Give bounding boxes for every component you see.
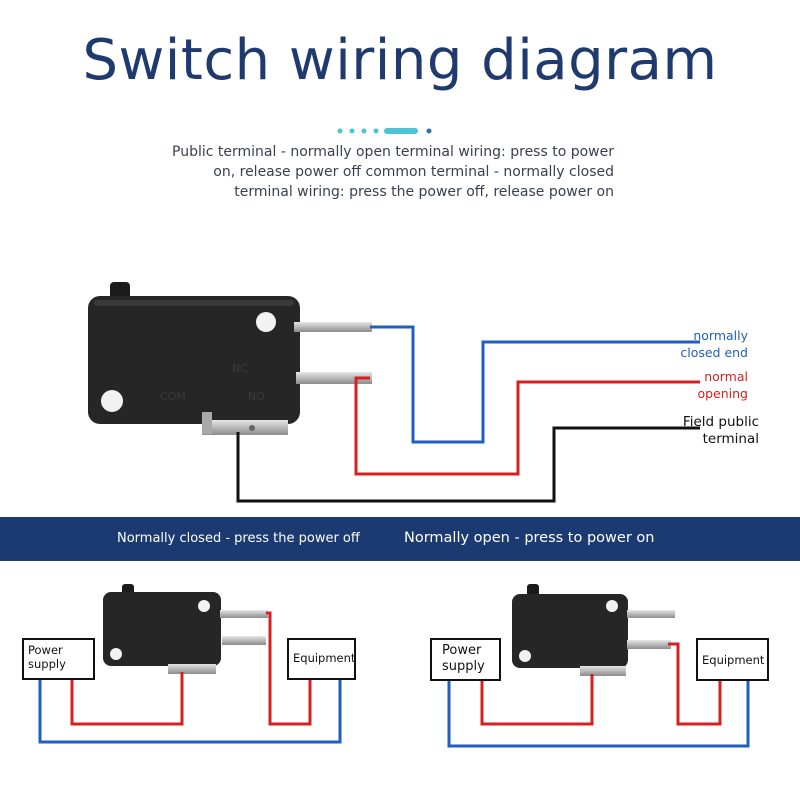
no-terminal [296,372,372,384]
label-field-public-terminal: Field public terminal [683,414,759,448]
no-wire-red [354,376,700,476]
right-blue-wire [447,679,750,748]
label-normal-opening: normal opening [697,368,748,402]
mode-banner: Normally closed - press the power off No… [0,517,800,561]
right-equipment-box: Equipment [696,638,769,681]
switch-mark-com: COM [160,390,186,403]
label-com-line2: terminal [702,431,759,447]
right-power-line2: supply [442,659,485,674]
com-terminal [202,420,288,435]
label-nc-line1: normally [693,328,748,343]
switch-mark-nc: NC [232,362,248,375]
right-red-wire-com [480,674,594,726]
label-com-line1: Field public [682,414,759,430]
right-equipment-label: Equipment [702,653,765,667]
switch-mark-no: NO [248,390,265,403]
banner-normally-open: Normally open - press to power on [404,530,655,546]
right-power-line1: Power [442,643,482,658]
left-equipment-box: Equipment [287,638,356,680]
banner-normally-closed: Normally closed - press the power off [117,531,360,546]
left-red-wire-com [70,672,184,726]
left-red-wire-nc [266,611,312,726]
left-power-line2: supply [28,657,66,671]
label-nc-line2: closed end [680,345,748,360]
mounting-hole-icon [101,390,123,412]
wiring-description: Public terminal - normally open terminal… [144,142,614,202]
description-line-3: terminal wiring: press the power off, re… [234,184,614,200]
large-microswitch [88,282,372,435]
left-equipment-label: Equipment [293,651,356,665]
decorative-dots [337,128,432,134]
description-line-1: Public terminal - normally open terminal… [172,144,614,160]
left-power-line1: Power [28,643,63,657]
label-normally-closed-end: normally closed end [680,327,748,361]
page-title: Switch wiring diagram [82,28,718,93]
description-line-2: on, release power off common terminal - … [213,164,614,180]
mounting-hole-icon [256,312,276,332]
right-power-supply-box: Power supply [430,638,501,681]
com-wire-black [236,426,700,503]
small-microswitch-left [103,584,268,674]
left-blue-wire [38,679,342,744]
small-microswitch-right [512,584,675,676]
label-no-line1: normal [704,369,748,384]
right-red-wire-no [668,642,722,726]
label-no-line2: opening [697,386,748,401]
left-power-supply-box: Power supply [22,638,95,680]
nc-wire-blue [370,325,700,444]
nc-terminal [294,322,372,332]
switch-body [88,296,300,424]
